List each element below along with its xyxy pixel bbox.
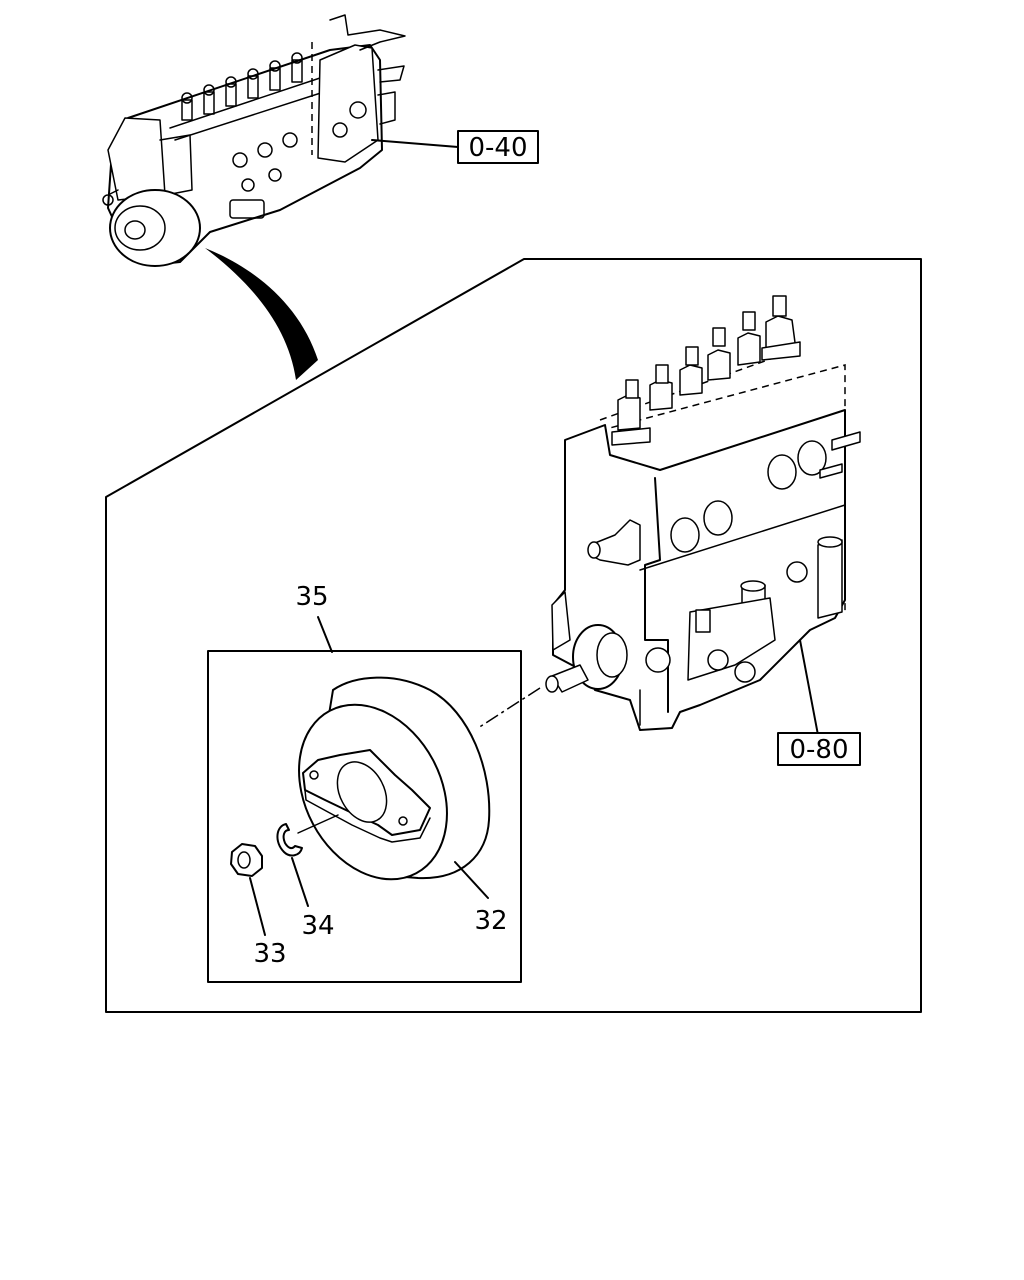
- zoom-arrow: [205, 248, 318, 380]
- callout-washer: 34: [301, 911, 334, 941]
- ref-box-pump-body: [777, 732, 861, 766]
- ref-box-top-assembly: [457, 130, 539, 164]
- nut: [230, 843, 263, 877]
- leader-washer: [291, 857, 309, 907]
- washer: [276, 823, 303, 857]
- leader-pump-body: [799, 639, 819, 736]
- ref-label-top-assembly: 0-40: [468, 133, 527, 163]
- governor-cover-drum: [298, 676, 491, 881]
- callout-flange: 32: [474, 906, 507, 936]
- leader-governor-cover: [317, 616, 333, 653]
- leader-nut: [249, 877, 266, 936]
- axis-washer: [297, 814, 339, 834]
- ref-label-pump-body: 0-80: [789, 735, 848, 765]
- detail-frame: [105, 258, 922, 1013]
- callout-governor-cover: 35: [295, 582, 328, 612]
- parts-subframe: [207, 650, 522, 983]
- leader-flange: [454, 861, 489, 899]
- callout-nut: 33: [253, 939, 286, 969]
- pump-body: [545, 295, 861, 731]
- leader-top-assembly: [371, 139, 459, 148]
- assembly-axis: [477, 687, 541, 729]
- overview-pump-assembly: [102, 14, 406, 267]
